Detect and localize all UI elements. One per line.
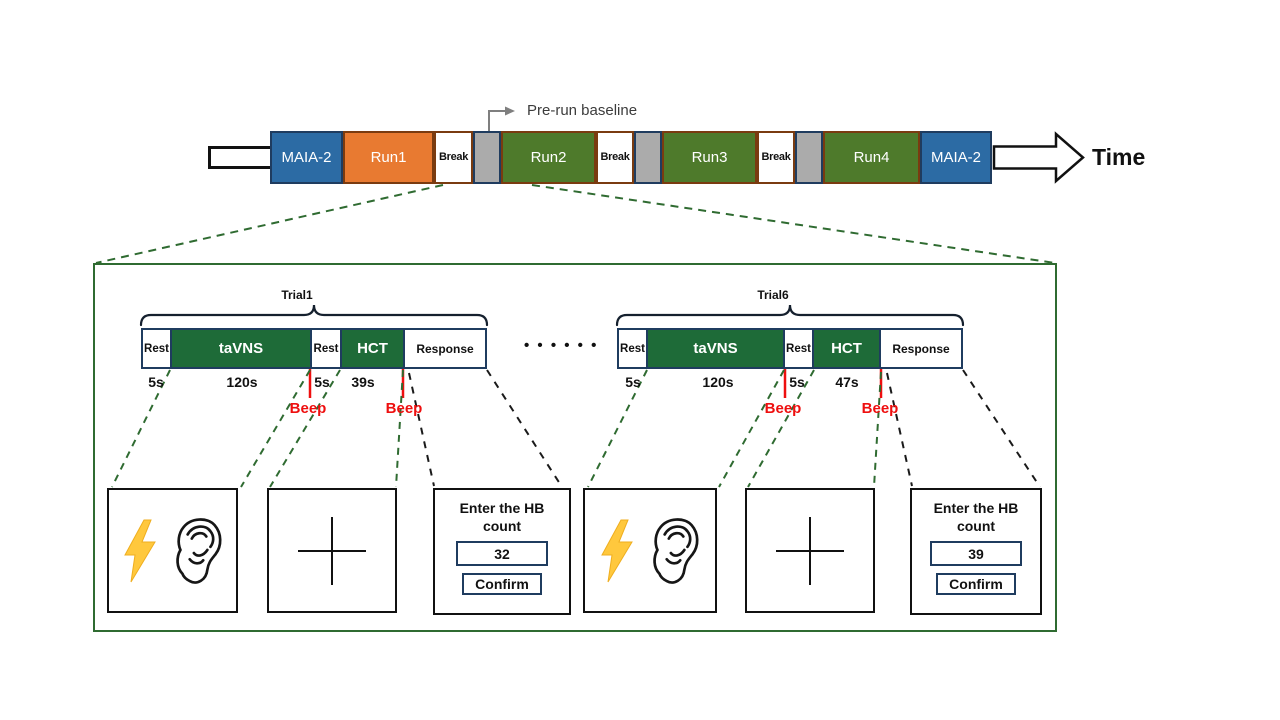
duration-label: 39s — [351, 374, 375, 390]
beep-label: Beep — [764, 400, 802, 417]
duration-label: 47s — [835, 374, 859, 390]
timeline-box-label: Break — [438, 151, 469, 163]
segment-hct: HCT — [814, 330, 881, 367]
segment-label: Rest — [144, 342, 169, 355]
stimulus-screen — [583, 488, 717, 613]
fixation-cross — [331, 516, 333, 585]
response-screen: Enter the HB count 32 Confirm — [433, 488, 571, 615]
timeline-box-baseline3 — [795, 131, 823, 184]
baseline-annotation: Pre-run baseline — [527, 102, 638, 119]
hb-count-input[interactable]: 39 — [930, 541, 1022, 567]
segment-label: Rest — [786, 342, 811, 355]
ear-icon — [175, 517, 222, 584]
confirm-button[interactable]: Confirm — [462, 573, 542, 596]
timeline-box-label: Run2 — [530, 149, 567, 166]
fixation-cross — [809, 516, 811, 585]
timeline-box-label: MAIA-2 — [930, 149, 981, 166]
timeline-box-label: Break — [761, 151, 791, 163]
timeline-box-run1: Run1 — [343, 131, 434, 184]
duration-label: 120s — [226, 374, 258, 390]
hb-count-prompt: Enter the HB count — [933, 500, 1019, 535]
timeline-box-label: Break — [600, 151, 630, 163]
duration-label: 5s — [148, 374, 164, 390]
segment-rest1: Rest — [619, 330, 648, 367]
timeline-start-connector — [208, 146, 274, 169]
timeline-box-label: Run4 — [853, 149, 890, 166]
time-axis-label: Time — [1092, 144, 1146, 170]
duration-label: 5s — [625, 374, 641, 390]
fixation-screen — [745, 488, 875, 613]
timeline-box-break1: Break — [434, 131, 473, 184]
beep-label: Beep — [861, 400, 899, 417]
timeline-box-label: MAIA-2 — [281, 149, 332, 166]
confirm-button[interactable]: Confirm — [936, 573, 1016, 596]
segment-label: taVNS — [218, 340, 264, 357]
timeline-box-run4: Run4 — [823, 131, 920, 184]
duration-label: 120s — [702, 374, 734, 390]
timeline-box-run3: Run3 — [662, 131, 757, 184]
segment-label: HCT — [357, 340, 388, 357]
time-arrow — [992, 131, 1085, 184]
timeline-box-baseline2 — [634, 131, 662, 184]
segment-tavns: taVNS — [172, 330, 312, 367]
timeline-box-label: Run3 — [691, 149, 728, 166]
lightning-icon — [601, 519, 633, 582]
trials-ellipsis: • • • • • • — [524, 337, 599, 354]
trial1-title: Trial1 — [281, 288, 313, 302]
lightning-icon — [123, 519, 156, 582]
timeline-box-baseline1 — [473, 131, 501, 184]
timeline-box-maia2-post: MAIA-2 — [920, 131, 992, 184]
zoom-connector-lines — [95, 184, 1056, 264]
segment-response: Response — [405, 330, 485, 367]
segment-rest2: Rest — [785, 330, 814, 367]
timeline-box-label: Run1 — [370, 149, 407, 166]
segment-label: HCT — [831, 340, 862, 357]
beep-label: Beep — [289, 400, 327, 417]
hb-count-prompt: Enter the HB count — [459, 500, 545, 535]
segment-response: Response — [881, 330, 961, 367]
beep-label: Beep — [385, 400, 423, 417]
timeline-box-maia2-pre: MAIA-2 — [270, 131, 343, 184]
fixation-screen — [267, 488, 397, 613]
segment-label: Response — [416, 341, 474, 356]
segment-label: taVNS — [693, 340, 738, 357]
trial6-title: Trial6 — [757, 288, 789, 302]
segment-label: Rest — [620, 342, 645, 355]
timeline-box-break2: Break — [596, 131, 634, 184]
segment-tavns: taVNS — [648, 330, 785, 367]
segment-rest1: Rest — [143, 330, 172, 367]
duration-label: 5s — [314, 374, 330, 390]
stimulus-screen — [107, 488, 238, 613]
trial-detail-panel — [93, 263, 1057, 632]
timeline-box-run2: Run2 — [501, 131, 596, 184]
ear-icon — [653, 517, 699, 584]
segment-label: Response — [892, 341, 950, 356]
segment-rest2: Rest — [312, 330, 342, 367]
segment-label: Rest — [313, 342, 339, 355]
duration-label: 5s — [789, 374, 805, 390]
timeline-box-break3: Break — [757, 131, 795, 184]
trial6-sequence-bar: Rest taVNS Rest HCT Response — [617, 328, 963, 369]
hb-count-input[interactable]: 32 — [456, 541, 548, 567]
segment-hct: HCT — [342, 330, 405, 367]
response-screen: Enter the HB count 39 Confirm — [910, 488, 1042, 615]
trial1-sequence-bar: Rest taVNS Rest HCT Response — [141, 328, 487, 369]
